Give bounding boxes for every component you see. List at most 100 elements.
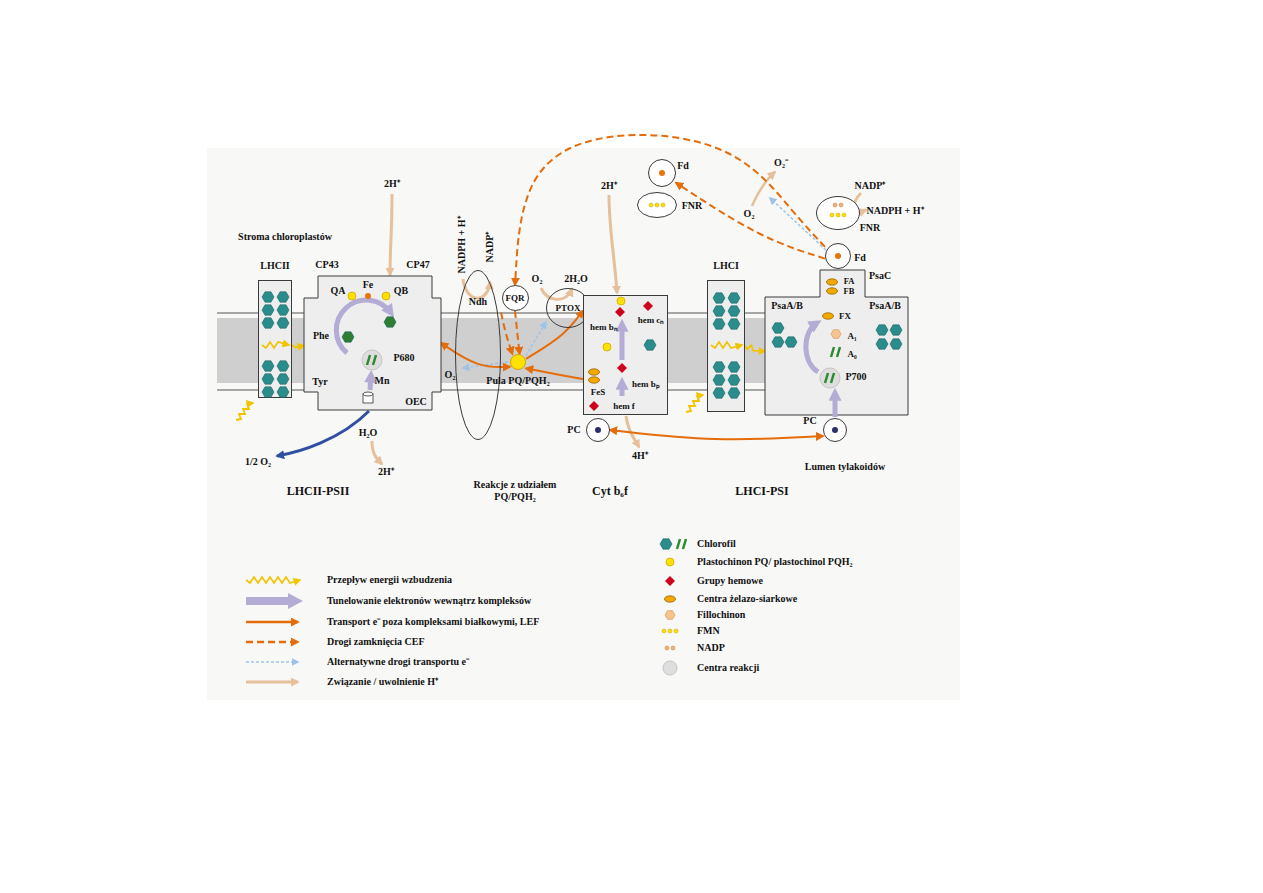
ndh-complex: Ndh <box>455 270 501 440</box>
annotation-label: 1/2 O₂ <box>245 456 271 468</box>
phylloquinone-symbol <box>831 330 841 339</box>
node-label: CP43 <box>315 259 338 271</box>
chlorophyll-symbol <box>262 318 274 328</box>
node-outline <box>649 160 676 187</box>
annotation-label: Stroma chloroplastów <box>238 231 332 243</box>
tunneling-arrow <box>370 375 371 390</box>
tunneling-arrow <box>620 382 625 396</box>
legend-text: FMN <box>697 624 720 638</box>
electron-transport <box>501 313 512 355</box>
ferredoxin: Fd <box>648 159 676 187</box>
node-label: A₀ <box>847 349 856 359</box>
chlorophyll-symbol <box>277 318 289 328</box>
node-label: hem f <box>613 401 635 411</box>
node-label: PsaC <box>869 270 891 282</box>
superoxide-arrow <box>752 172 775 206</box>
node-label: QB <box>394 285 408 297</box>
chlorophyll-symbol <box>890 339 902 349</box>
tunneling-arrow <box>336 300 391 353</box>
plastoquinone-symbol <box>382 292 390 300</box>
node-label: PTOX <box>556 303 581 313</box>
copper-dot <box>832 427 838 433</box>
annotation-label: 4H⁺ <box>632 450 648 462</box>
chlorophyll-symbol <box>713 388 725 398</box>
annotation-label: NADP⁺ <box>484 232 496 263</box>
node-outline <box>708 281 745 412</box>
node-label: PC <box>567 424 580 436</box>
node-label: QA <box>331 285 346 297</box>
chlorophyll-symbol <box>262 292 274 302</box>
node-label: A₁ <box>847 331 856 341</box>
legend-text: Centra reakcji <box>697 661 759 675</box>
annotation-label: 2H₂O <box>564 273 588 285</box>
antenna-box: LHCII <box>258 280 292 398</box>
node-shape <box>648 159 676 187</box>
node-label: LHCI <box>713 260 739 272</box>
legend-text: Grupy hemowe <box>697 574 763 588</box>
node-outline <box>456 271 501 440</box>
legend-text: Alternatywne drogi transportu e⁻ <box>327 655 469 669</box>
iron-sulfur-symbol <box>823 313 834 319</box>
node-label: hem cₙ <box>638 315 665 325</box>
node-label: CP47 <box>406 259 429 271</box>
legend-sample <box>246 681 298 684</box>
fmn-symbol <box>649 203 653 207</box>
node-shape <box>583 295 668 415</box>
node-decor <box>659 170 665 176</box>
chlorophyll-symbol <box>772 337 784 347</box>
fmn-symbol <box>662 629 666 633</box>
node-outline <box>638 193 677 218</box>
node-decor <box>589 297 657 411</box>
annotation-label: Reakcje z udziałem PQ/PQH₂ <box>459 479 571 502</box>
chlorophyll-symbol <box>713 306 725 316</box>
fmn-symbol <box>842 213 846 217</box>
node-label: FQR <box>506 293 525 303</box>
iron-sulfur-symbol <box>827 279 838 285</box>
node-label: Pula PQ/PQH₂ <box>486 375 549 387</box>
annotation-label: O₂ <box>532 273 543 285</box>
chlorophyll-symbol <box>262 387 274 397</box>
reaction-center <box>362 350 382 370</box>
node-shape <box>586 418 610 442</box>
iron-dot <box>659 170 665 176</box>
nadp-symbol <box>839 203 843 207</box>
fnr-enzyme: FNR <box>637 192 677 218</box>
legend-text: Związanie / uwolnienie H⁺ <box>327 675 438 689</box>
chlorophyll-symbol <box>277 305 289 315</box>
legend-sample <box>246 593 303 609</box>
chlorophyll-pair <box>831 347 840 357</box>
proton-arrow <box>609 195 617 293</box>
chlorophyll-symbol <box>728 293 740 303</box>
electron-transport <box>526 311 583 359</box>
phylloquinone-symbol <box>665 611 675 620</box>
fmn-symbol <box>674 629 678 633</box>
chlorophyll-symbol <box>384 317 396 327</box>
legend-text: Centra żelazo-siarkowe <box>697 592 797 606</box>
node-label: PC <box>803 415 816 427</box>
heme-symbol <box>665 576 675 586</box>
node-outline <box>824 419 847 442</box>
node-decor <box>835 253 841 259</box>
electron-transport <box>515 135 825 285</box>
reaction-center <box>663 661 677 675</box>
legend-text: Transport e⁻ poza kompleksami białkowymi… <box>327 615 539 629</box>
chlorophyll-symbol <box>713 362 725 372</box>
node-decor <box>832 427 838 433</box>
fmn-symbol <box>661 203 665 207</box>
node-label: Ndh <box>469 296 487 308</box>
legend-sample <box>246 661 298 663</box>
node-label: FX <box>839 311 851 321</box>
iron-sulfur-symbol <box>665 596 676 602</box>
node-shape <box>637 192 677 218</box>
node-decor <box>336 292 396 403</box>
legend-text: Fillochinon <box>697 608 745 622</box>
iron-dot <box>835 253 841 259</box>
chlorophyll-symbol <box>876 339 888 349</box>
chlorophyll-pair <box>367 355 376 365</box>
plastocyanin: PC <box>586 418 610 442</box>
plastoquinone-symbol <box>666 558 674 566</box>
node-label: Tyr <box>312 376 327 388</box>
legend-text: Chlorofil <box>697 537 736 551</box>
annotation-label: NADPH + H⁺ <box>456 216 468 273</box>
